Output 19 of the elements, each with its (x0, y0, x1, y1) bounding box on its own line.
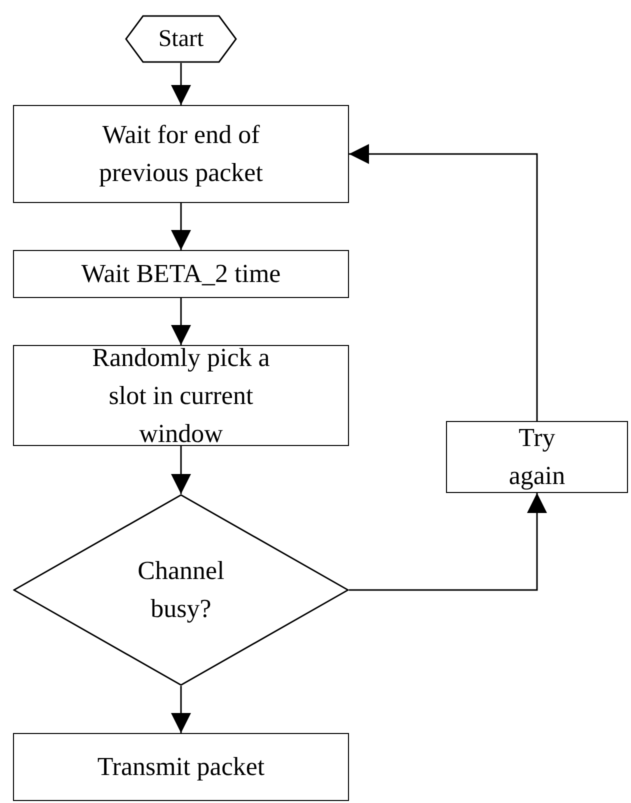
arrow (171, 63, 191, 105)
node-label: Transmit packet (97, 751, 265, 783)
process-box (13, 250, 349, 298)
process-box (13, 345, 349, 446)
process-box (13, 733, 349, 801)
arrow (171, 686, 191, 733)
process-box (446, 421, 628, 493)
arrow (349, 144, 538, 421)
node-label: Wait BETA_2 time (81, 258, 281, 290)
process-box (13, 105, 349, 203)
arrow (171, 203, 191, 250)
arrow (171, 298, 191, 345)
node-label: Start (158, 25, 204, 54)
node-label: Wait for end of previous packet (98, 119, 264, 189)
arrow (349, 493, 547, 591)
node-label: Try again (508, 422, 566, 492)
node-label: Randomly pick a slot in current window (91, 342, 271, 450)
arrow (171, 446, 191, 494)
node-label: Channel busy? (136, 555, 226, 625)
